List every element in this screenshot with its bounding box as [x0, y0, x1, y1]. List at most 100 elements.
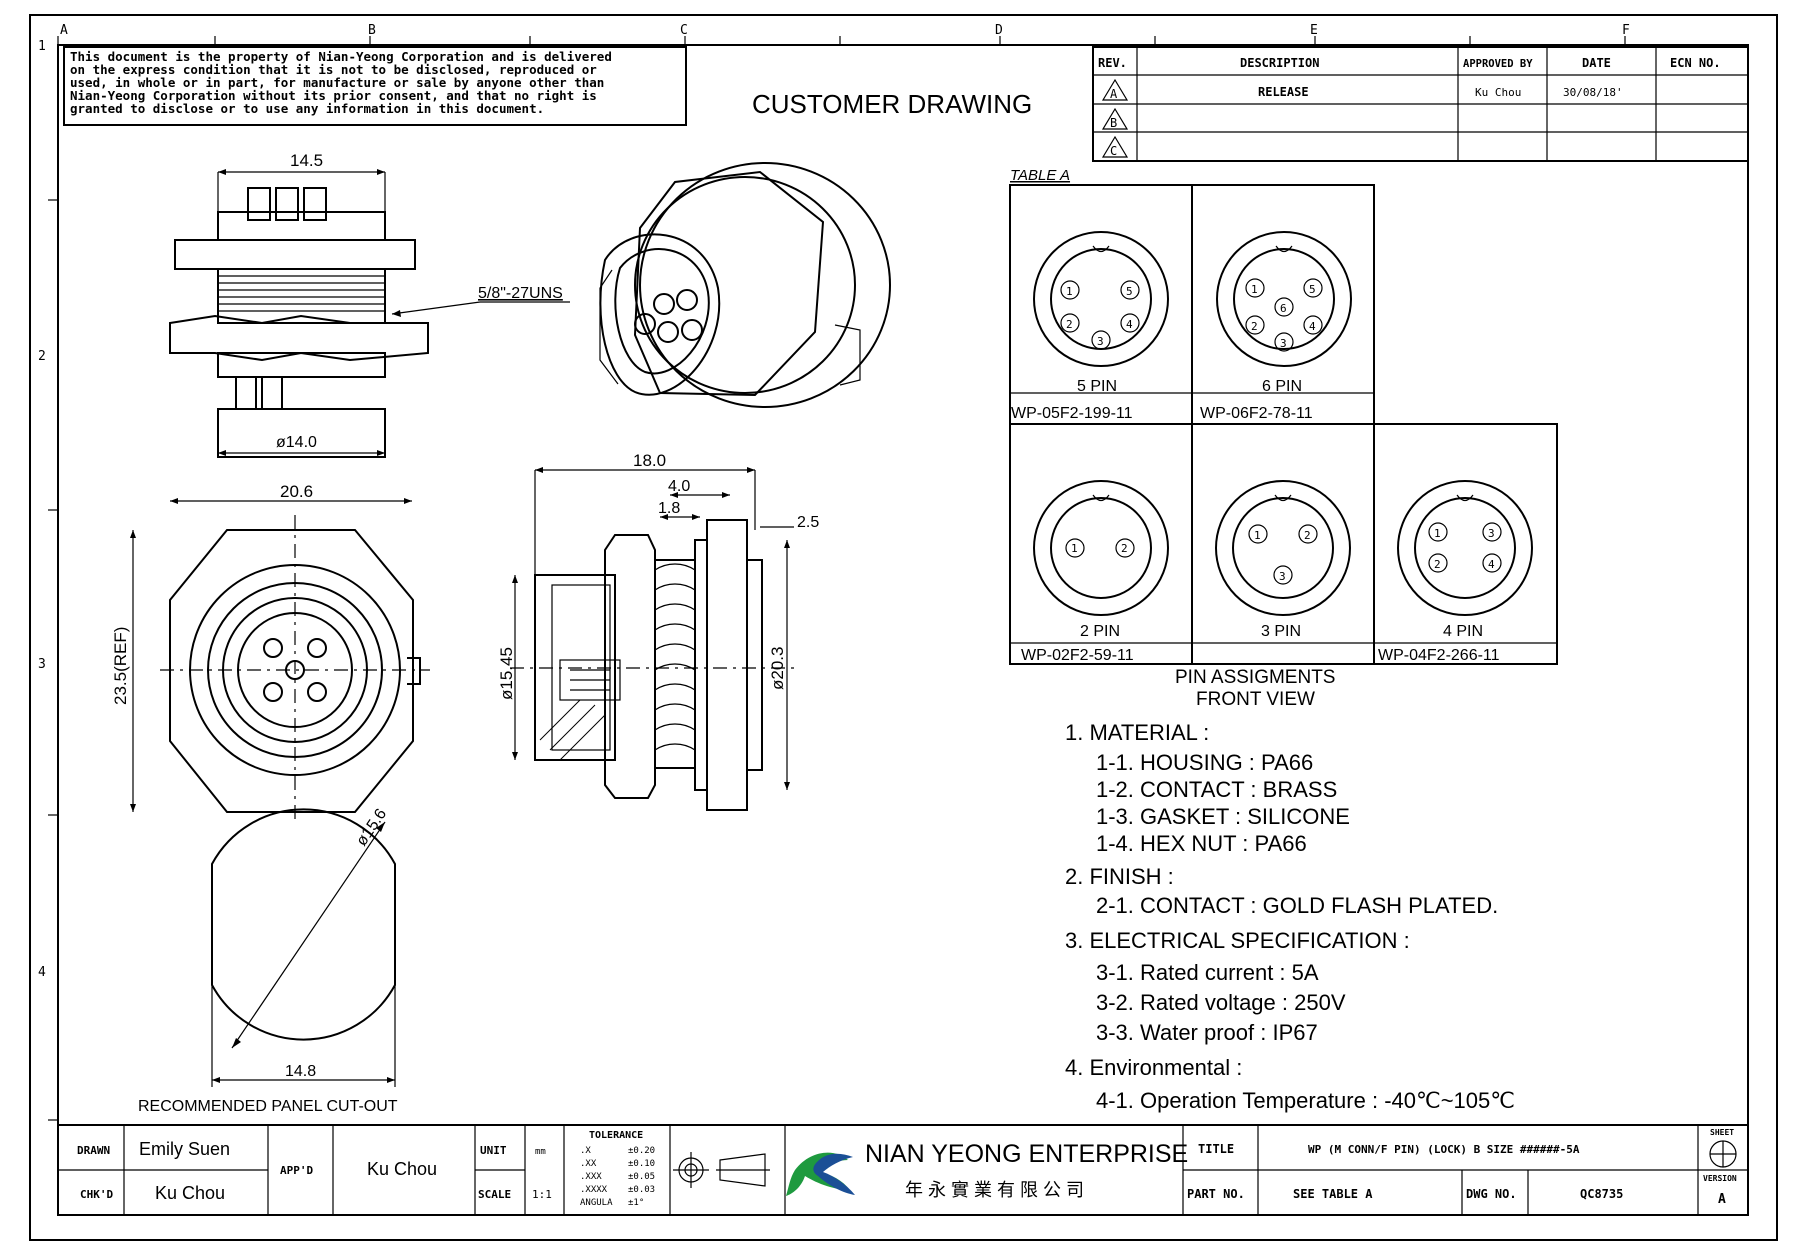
rev-a-label: A — [1110, 87, 1118, 101]
rev-c-label: C — [1110, 144, 1117, 158]
panel-cutout-label: RECOMMENDED PANEL CUT-OUT — [138, 1098, 398, 1115]
company-name: NIAN YEONG ENTERPRISE — [865, 1140, 1188, 1168]
checked-value: Ku Chou — [155, 1183, 225, 1203]
table-a-title: TABLE A — [1010, 167, 1070, 184]
specifications: 1. MATERIAL : 1-1. HOUSING : PA66 1-2. C… — [1065, 720, 1515, 1113]
pin5-2: 2 — [1066, 318, 1073, 331]
pin-face-6 — [1216, 231, 1352, 367]
title-block: DRAWN Emily Suen CHK'D Ku Chou APP'D Ku … — [57, 1124, 1749, 1216]
zone-col-a: A — [60, 23, 68, 38]
spec-4-1: 4-1. Operation Temperature : -40℃~105℃ — [1096, 1088, 1515, 1113]
dim-18-0: 18.0 — [633, 451, 666, 470]
notice-line-3: used, in whole or in part, for manufactu… — [70, 75, 604, 90]
checked-label: CHK'D — [80, 1188, 113, 1201]
part-number-label: PART NO. — [1187, 1187, 1245, 1201]
panel-cutout: ø15.6 14.8 RECOMMENDED PANEL CUT-OUT — [138, 806, 398, 1115]
zone-markers: A B C D E F 1 2 3 4 — [38, 23, 1630, 1121]
pin6-6: 6 — [1280, 302, 1287, 315]
rev-b-triangle — [1101, 107, 1129, 130]
spec-1-3: 1-3. GASKET : SILICONE — [1096, 804, 1350, 829]
property-notice: This document is the property of Nian-Ye… — [63, 46, 687, 126]
spec-3: 3. ELECTRICAL SPECIFICATION : — [1065, 928, 1410, 953]
dim-diameter-14: ø14.0 — [276, 434, 317, 451]
dim-diameter-15-45: ø15.45 — [497, 647, 516, 700]
sheet-label: SHEET — [1710, 1128, 1734, 1137]
side-view-top: 14.5 ø14.0 5/8"-27UNS — [169, 151, 570, 458]
part-number-4: WP-04F2-266-11 — [1378, 647, 1500, 664]
connector-view — [599, 162, 891, 408]
zone-row-2: 2 — [38, 349, 46, 364]
rev-header-date: DATE — [1582, 56, 1611, 70]
tolerance-xxx-label: .XXX — [580, 1172, 602, 1182]
tolerance-xx-label: .XX — [580, 1159, 597, 1169]
pin6-1: 1 — [1251, 283, 1258, 296]
zone-col-b: B — [368, 23, 376, 38]
part-number-5: WP-05F2-199-11 — [1011, 405, 1133, 422]
section-threads — [654, 563, 696, 751]
zone-col-d: D — [995, 23, 1003, 38]
zone-row-4: 4 — [38, 965, 46, 980]
pin-count-2: 2 PIN — [1080, 623, 1120, 640]
tolerance-angle-value: ±1° — [628, 1198, 644, 1208]
spec-1-4: 1-4. HEX NUT : PA66 — [1096, 831, 1307, 856]
pin6-5: 5 — [1309, 283, 1316, 296]
pin-face-3 — [1215, 480, 1351, 616]
spec-2-1: 2-1. CONTACT : GOLD FLASH PLATED. — [1096, 893, 1498, 918]
drawing-number-label: DWG NO. — [1466, 1187, 1517, 1201]
dim-14-5: 14.5 — [290, 151, 323, 170]
pin5-3: 3 — [1097, 335, 1104, 348]
pin-face-5 — [1033, 231, 1169, 367]
outer-border — [29, 14, 1778, 1241]
spec-2: 2. FINISH : — [1065, 864, 1174, 889]
tolerance-angle-label: ANGULA — [580, 1198, 613, 1208]
zone-col-c: C — [680, 23, 688, 38]
rev-a-approved: Ku Chou — [1475, 86, 1521, 99]
section-view: 18.0 4.0 1.8 2.5 ø15.45 ø20.3 — [497, 451, 819, 811]
dim-2-5: 2.5 — [797, 514, 819, 531]
pin-count-5: 5 PIN — [1077, 378, 1117, 395]
dim-20-6: 20.6 — [280, 482, 313, 501]
drawn-label: DRAWN — [77, 1144, 110, 1157]
dim-1-8: 1.8 — [658, 500, 680, 517]
rev-header-description: DESCRIPTION — [1240, 56, 1319, 70]
pin4-1: 1 — [1434, 527, 1441, 540]
tolerance-title: TOLERANCE — [589, 1130, 643, 1141]
pin6-3: 3 — [1280, 337, 1287, 350]
drawn-value: Emily Suen — [139, 1139, 230, 1159]
rev-b-label: B — [1110, 116, 1117, 130]
pin3-2: 2 — [1304, 529, 1311, 542]
approved-value: Ku Chou — [367, 1159, 437, 1179]
sheet-icon — [1709, 1140, 1737, 1168]
dim-diameter-15-6: ø15.6 — [353, 806, 390, 850]
pin-table: TABLE A 1 5 2 4 3 5 PIN WP-05F2-199-11 — [1009, 167, 1558, 710]
zone-col-e: E — [1310, 23, 1318, 38]
pin2-2: 2 — [1121, 542, 1128, 555]
version-value: A — [1718, 1192, 1726, 1207]
projection-symbol-icon — [673, 1152, 770, 1188]
rev-c-triangle — [1101, 135, 1129, 158]
pin-count-4: 4 PIN — [1443, 623, 1483, 640]
company-logo-icon — [786, 1152, 855, 1196]
zone-row-1: 1 — [38, 39, 46, 54]
pin4-4: 4 — [1488, 558, 1495, 571]
pin-face-4 — [1397, 480, 1533, 616]
notice-line-2: on the express condition that it is not … — [70, 62, 597, 77]
thread-lines — [218, 275, 385, 312]
pin5-4: 4 — [1126, 318, 1133, 331]
pin-assignments-caption: PIN ASSIGMENTS — [1175, 667, 1335, 688]
page-title: CUSTOMER DRAWING — [752, 89, 1032, 119]
tolerance-xxx-value: ±0.05 — [628, 1172, 655, 1182]
notice-line-4: Nian-Yeong Corporation without its prior… — [70, 88, 597, 103]
rev-header-approved: APPROVED BY — [1463, 58, 1533, 70]
pin3-1: 1 — [1254, 529, 1261, 542]
rev-a-date: 30/08/18' — [1563, 86, 1623, 99]
spec-3-2: 3-2. Rated voltage : 250V — [1096, 990, 1346, 1015]
pin6-4: 4 — [1309, 320, 1316, 333]
dim-14-8: 14.8 — [285, 1063, 316, 1080]
unit-value: mm — [535, 1147, 546, 1157]
spec-4: 4. Environmental : — [1065, 1055, 1242, 1080]
dim-23-5-ref: 23.5(REF) — [111, 627, 130, 705]
spec-1: 1. MATERIAL : — [1065, 720, 1209, 745]
unit-label: UNIT — [480, 1144, 507, 1157]
tolerance-x-label: .X — [580, 1146, 591, 1156]
